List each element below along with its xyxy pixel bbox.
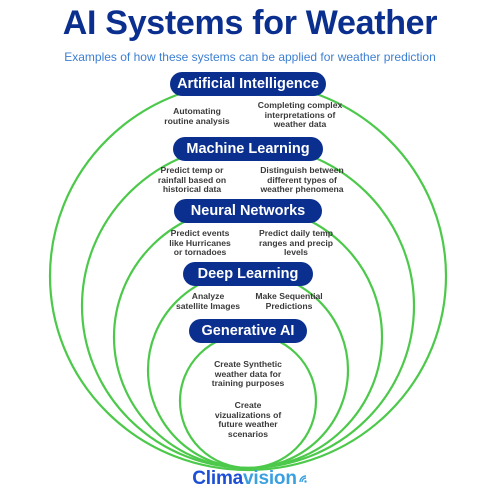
pill-machine-learning: Machine Learning xyxy=(173,137,323,161)
pill-deep-learning: Deep Learning xyxy=(183,262,313,286)
page-title: AI Systems for Weather xyxy=(62,4,438,42)
pill-generative-ai: Generative AI xyxy=(189,319,307,343)
page-subtitle: Examples of how these systems can be app… xyxy=(64,50,436,64)
pill-neural-networks: Neural Networks xyxy=(174,199,322,223)
pill-artificial-intelligence: Artificial Intelligence xyxy=(170,72,326,96)
logo-text-clima: Clima xyxy=(192,468,244,489)
climavision-logo: Climavision xyxy=(0,468,500,490)
logo-text-vision: vision xyxy=(243,468,297,489)
wifi-signal-icon xyxy=(298,468,308,483)
